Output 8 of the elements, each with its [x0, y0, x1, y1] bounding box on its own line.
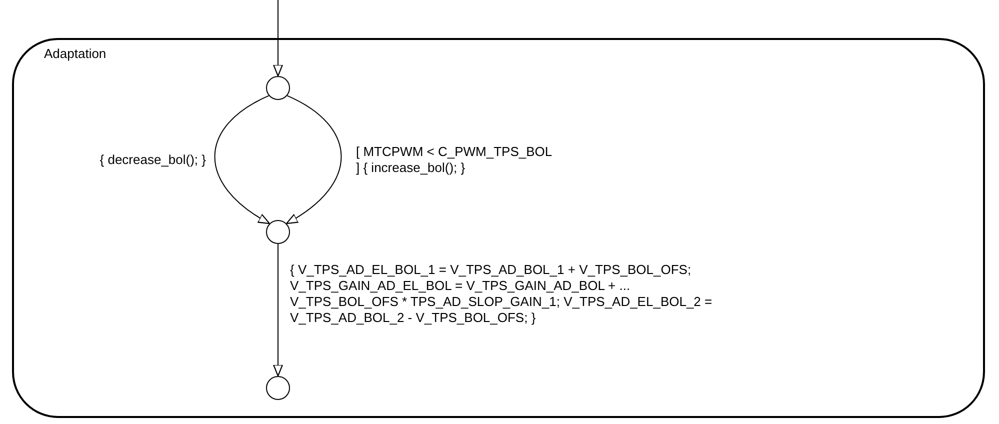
transition-arrow	[286, 95, 342, 224]
junction-circle	[266, 220, 290, 244]
junction-circle	[266, 376, 290, 400]
transition-arrow	[273, 0, 283, 77]
state-name: Adaptation	[44, 46, 106, 61]
junction-circle	[266, 76, 290, 100]
transition-arrow	[214, 95, 270, 224]
transition-arrow	[273, 244, 283, 377]
